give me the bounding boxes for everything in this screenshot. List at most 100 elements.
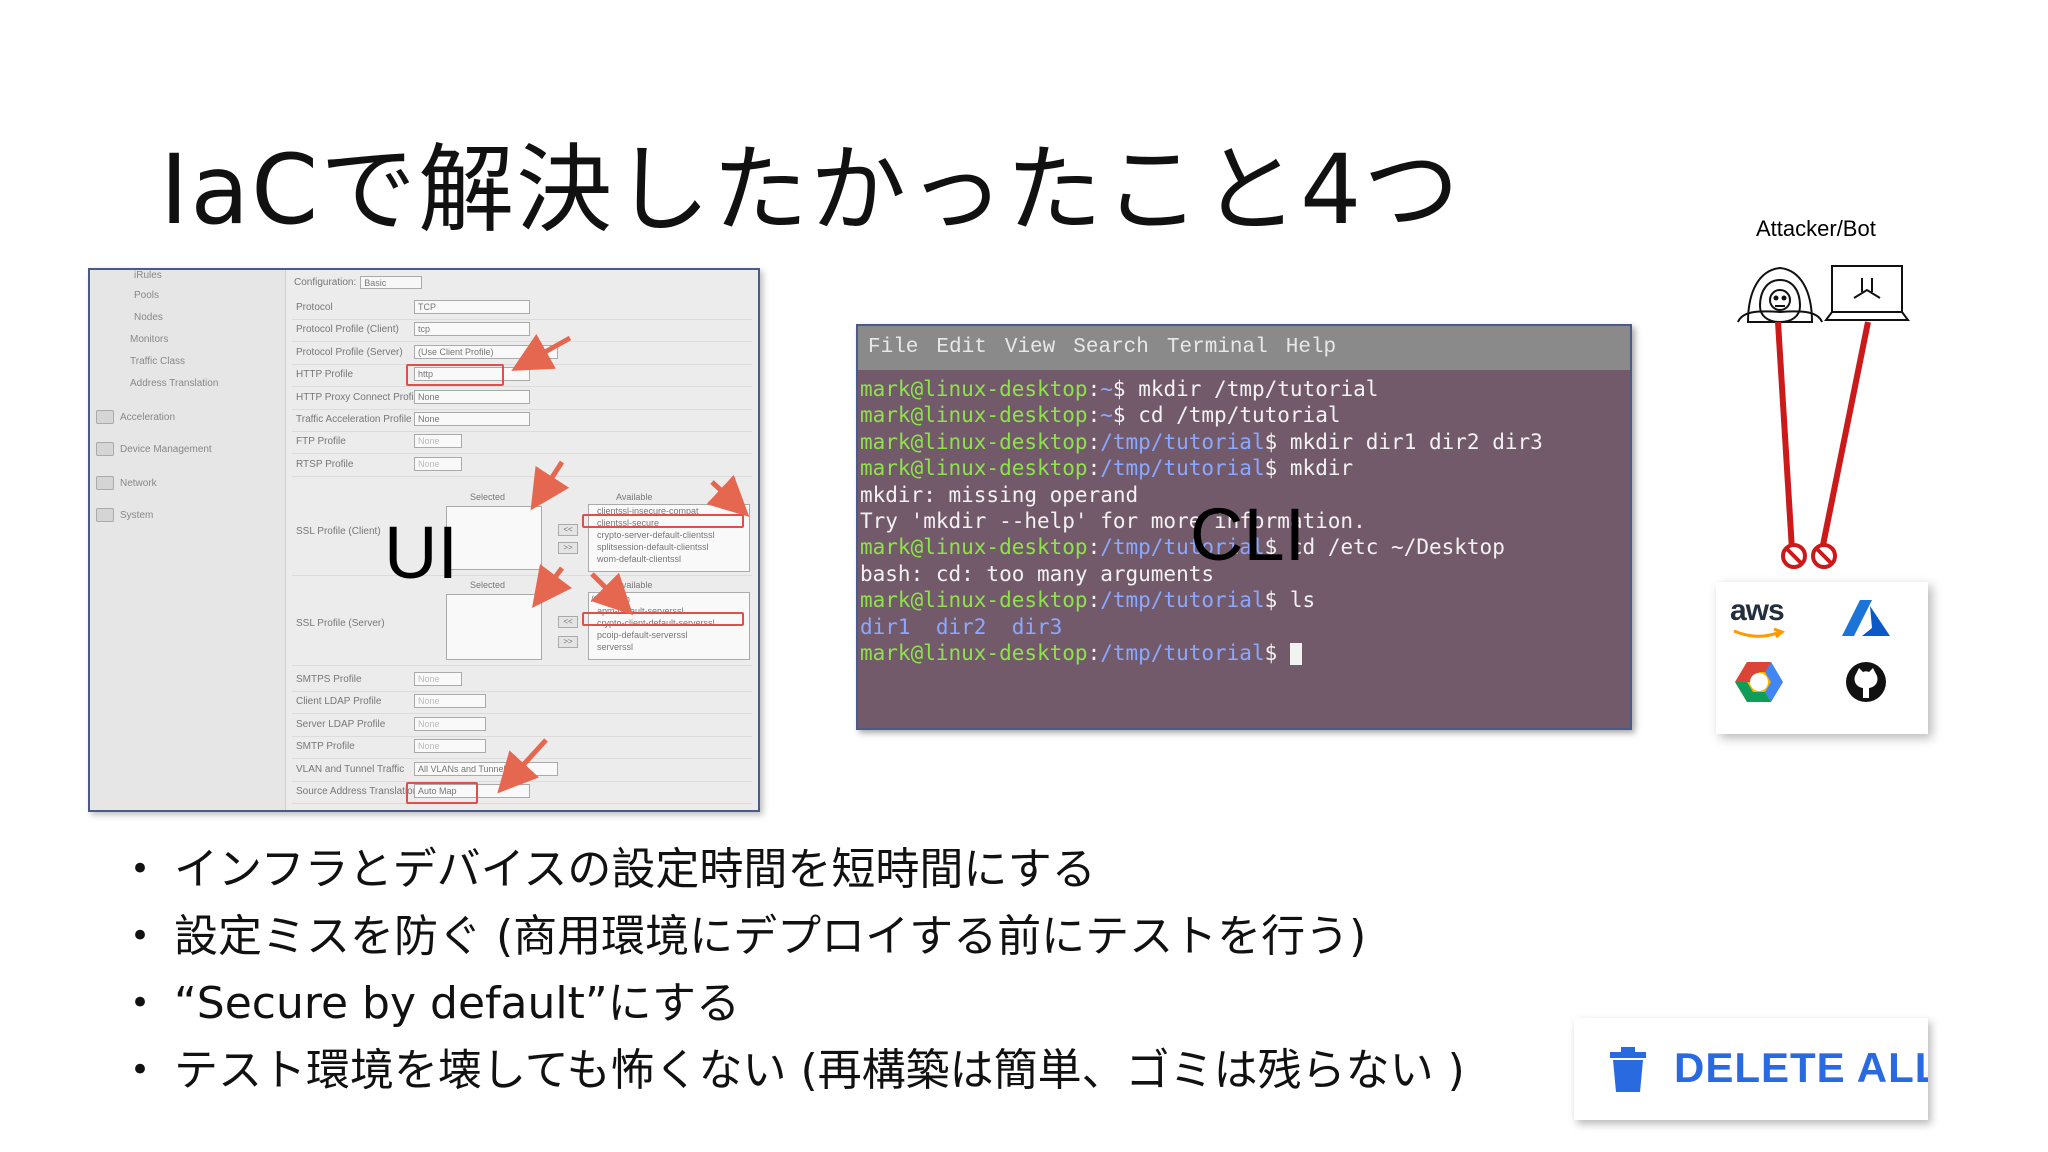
sidebar-item: Traffic Class — [130, 356, 186, 367]
blocked-icon — [1781, 543, 1807, 569]
bullet-item: •テスト環境を壊しても怖くない (再構築は簡単、ゴミは残らない ) — [130, 1045, 1465, 1096]
bullet-item: •インフラとデバイスの設定時間を短時間にする — [130, 844, 1096, 895]
terminal-line: mark@linux-desktop:/tmp/tutorial$ cd /et… — [860, 535, 1505, 560]
menu-terminal: Terminal — [1166, 336, 1268, 359]
delete-all-button[interactable]: DELETE ALL — [1574, 1018, 1928, 1120]
move-right-button: >> — [558, 542, 578, 554]
attack-line — [1775, 321, 1795, 551]
delete-all-label: DELETE ALL — [1674, 1044, 1928, 1091]
form-row-select: None — [414, 739, 486, 754]
move-right-button: >> — [558, 636, 578, 648]
arrow — [530, 460, 570, 511]
form-row: Server LDAP Profile None — [292, 713, 752, 737]
terminal-line: Try 'mkdir --help' for more information. — [860, 509, 1366, 534]
form-row-label: SMTPS Profile — [296, 674, 362, 685]
sidebar-item: Pools — [134, 290, 160, 301]
hooded-attacker-icon — [1737, 266, 1823, 324]
menu-help: Help — [1285, 336, 1337, 359]
bullet-item: •設定ミスを防ぐ (商用環境にデプロイする前にテストを行う) — [130, 911, 1367, 962]
terminal-line: mkdir: missing operand — [860, 482, 1139, 507]
form-row-label: RTSP Profile — [296, 458, 354, 470]
gauge-icon — [96, 410, 114, 424]
ui-form: Configuration:Basic Protocol TCP Protocol … — [286, 270, 758, 810]
sidebar-item: iRules — [134, 270, 162, 281]
slide-title: IaCで解決したかったこと4つ — [160, 134, 1462, 246]
form-row-select: None — [414, 389, 530, 404]
bullet-item: •“Secure by default”にする — [130, 978, 741, 1029]
form-row-label: FTP Profile — [296, 436, 346, 448]
move-left-button: << — [558, 524, 578, 536]
form-row-label: HTTP Profile — [296, 369, 354, 381]
aws-logo: aws — [1730, 594, 1786, 640]
form-row-label: Protocol Profile (Server) — [296, 346, 403, 358]
form-row-select: None — [414, 694, 486, 709]
form-row: RTSP Profile None — [292, 453, 752, 477]
sidebar-section: Device Management — [96, 442, 212, 456]
terminal-line: mark@linux-desktop:/tmp/tutorial$ ls — [860, 588, 1316, 613]
form-row-select: None — [414, 716, 486, 731]
sidebar-section: System — [96, 508, 153, 522]
attacker-title: Attacker/Bot — [1756, 216, 1876, 241]
ssl-server-available-list: /Common apm-default-serverssl crypto-cli… — [588, 592, 750, 660]
arrow — [590, 572, 634, 616]
sidebar-item: Address Translation — [130, 378, 219, 389]
cli-overlay-label: CLI — [1190, 493, 1306, 576]
form-row-select: None — [414, 434, 462, 449]
ssl-server-selected-list — [446, 594, 542, 660]
azure-logo — [1842, 600, 1890, 636]
form-row-label: SMTP Profile — [296, 741, 355, 753]
menu-view: View — [1004, 336, 1056, 359]
terminal-output: mark@linux-desktop:~$ mkdir /tmp/tutoria… — [860, 376, 1543, 666]
arrow — [706, 474, 750, 517]
bullet-list: •インフラとデバイスの設定時間を短時間にする •設定ミスを防ぐ (商用環境にデプ… — [130, 836, 1465, 1104]
terminal-line: mark@linux-desktop:~$ mkdir /tmp/tutoria… — [860, 377, 1379, 401]
terminal-line: mark@linux-desktop:/tmp/tutorial$ mkdir … — [860, 429, 1543, 454]
arrow — [497, 738, 548, 794]
ui-sidebar: iRules Pools Nodes Monitors Traffic Clas… — [90, 270, 286, 810]
annotation-arrows — [497, 333, 750, 794]
highlight-http-profile — [406, 364, 504, 386]
highlight-server-ssl — [582, 612, 744, 626]
blocked-icon — [1811, 543, 1837, 569]
network-icon — [96, 476, 114, 490]
form-row-select: None — [414, 672, 462, 686]
terminal-line: mark@linux-desktop:/tmp/tutorial$ mkdir — [860, 456, 1354, 481]
terminal-line: mark@linux-desktop:~$ cd /tmp/tutorial — [860, 403, 1341, 428]
form-row: FTP Profile None — [292, 430, 752, 455]
form-row: SMTPS Profile None — [292, 668, 752, 692]
form-row-select: None — [414, 456, 462, 471]
form-row-select: TCP — [414, 300, 530, 314]
google-cloud-logo — [1735, 662, 1783, 702]
terminal-line: mark@linux-desktop:/tmp/tutorial$ — [860, 640, 1543, 666]
form-row-label: Server LDAP Profile — [296, 718, 386, 730]
menu-file: File — [868, 336, 919, 359]
form-row-label: Source Address Translation — [296, 786, 419, 797]
arrow — [532, 564, 572, 608]
form-row-select: None — [414, 412, 530, 426]
terminal-cursor — [1289, 643, 1302, 666]
form-row-label: Protocol — [296, 302, 333, 313]
sidebar-section: Acceleration — [96, 410, 175, 424]
form-row-label: Protocol Profile (Client) — [296, 324, 399, 336]
arrow — [511, 333, 572, 371]
form-row-label: HTTP Proxy Connect Profile — [296, 391, 422, 403]
github-logo — [1846, 662, 1886, 702]
form-row-label: Traffic Acceleration Profile — [296, 414, 412, 425]
terminal-line: dir1 dir2 dir3 — [860, 614, 1063, 639]
configuration-row: Configuration:Basic — [294, 276, 423, 289]
configuration-select: Basic — [360, 276, 423, 289]
form-row: HTTP Profile http — [292, 363, 752, 388]
sidebar-item: Monitors — [130, 334, 169, 345]
menu-search: Search — [1073, 336, 1149, 359]
move-left-button: << — [558, 616, 578, 628]
attack-line — [1819, 321, 1871, 551]
ssl-server-row: SSL Profile (Server) Selected << >> Avai… — [292, 576, 752, 666]
form-row-select: http — [414, 367, 530, 382]
sidebar-item: Nodes — [134, 312, 163, 323]
bot-laptop-icon — [1824, 265, 1910, 321]
system-icon — [96, 508, 114, 522]
attacker-diagram — [1737, 265, 1910, 569]
terminal-line: bash: cd: too many arguments — [860, 561, 1215, 586]
